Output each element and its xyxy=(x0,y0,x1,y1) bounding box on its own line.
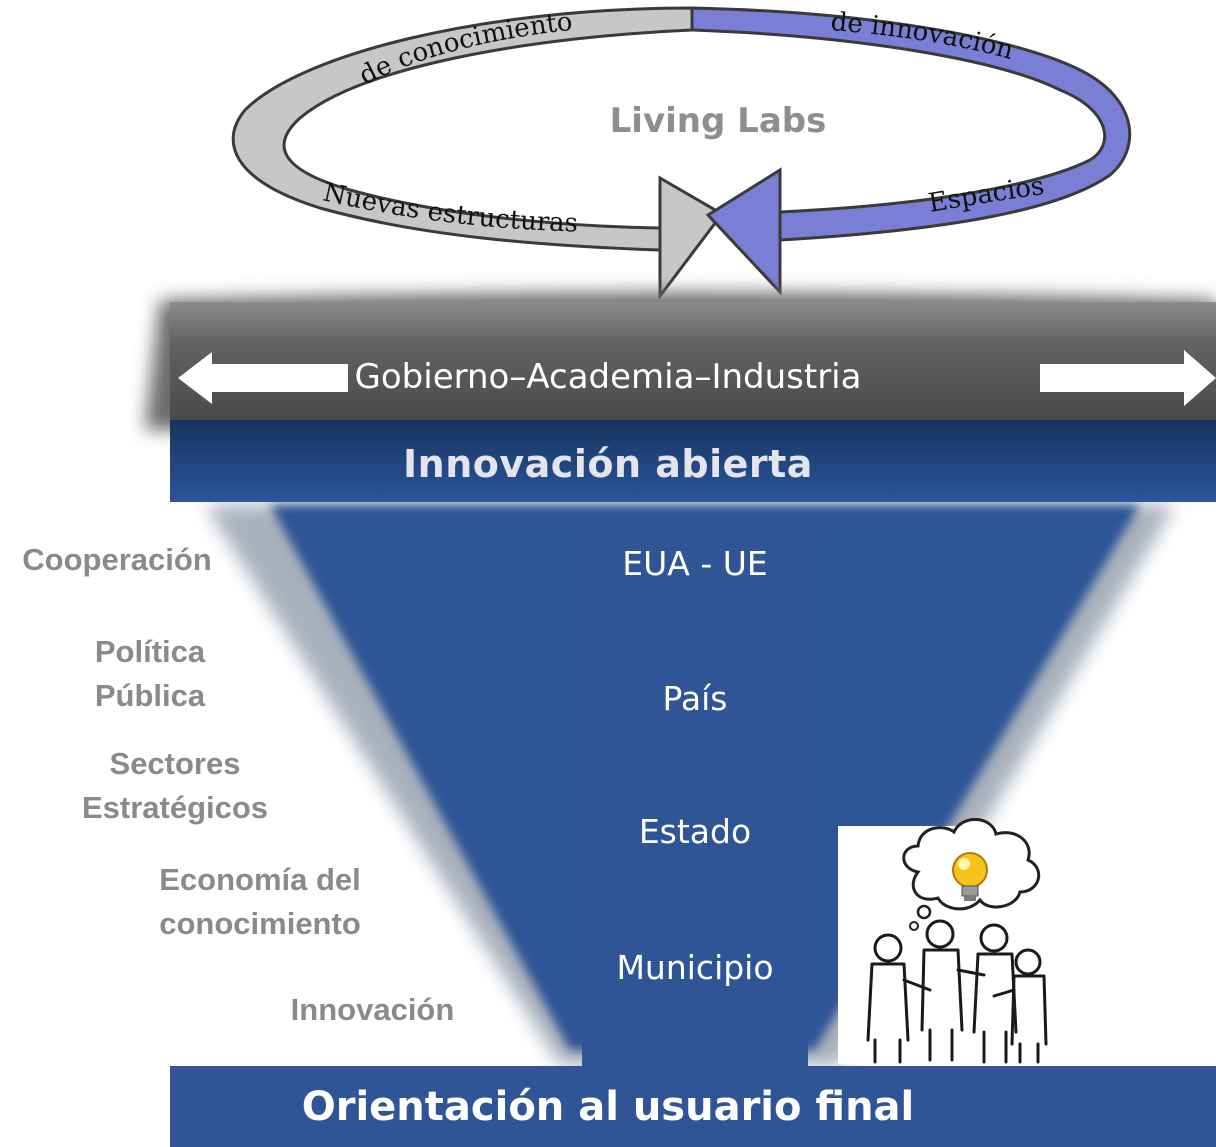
funnel-level-label: Municipio xyxy=(616,948,774,987)
cycle-arrowhead-purple xyxy=(705,167,782,296)
open-innovation-band xyxy=(170,420,1216,502)
side-label-innovation: Innovación xyxy=(290,992,455,1027)
funnel-level-label: Estado xyxy=(638,812,752,851)
actors-band xyxy=(170,302,1216,420)
end-user-orientation-label: Orientación al usuario final xyxy=(301,1084,915,1130)
funnel-stem xyxy=(582,522,808,1070)
people-with-lightbulb-icon xyxy=(838,818,1058,1064)
funnel-level-label: EUA - UE xyxy=(622,544,768,583)
arrow-left-icon xyxy=(178,352,348,404)
side-label-public-policy: Política Pública xyxy=(94,634,206,713)
actors-label: Gobierno–Academia–Industria xyxy=(354,357,862,397)
living-labs-cycle: de conocimiento de innovación Nuevas est… xyxy=(230,0,1140,302)
arrow-right-icon xyxy=(1040,350,1216,406)
footer-band xyxy=(170,1066,1216,1147)
side-label-knowledge-economy: Economía del conocimiento xyxy=(159,862,361,941)
cycle-arrowhead-grey xyxy=(658,175,725,301)
cycle-title: Living Labs xyxy=(610,101,827,141)
funnel-level-label: País xyxy=(662,679,728,718)
side-label-cooperation: Cooperación xyxy=(22,542,212,577)
side-label-strategic-sectors: Sectores Estratégicos xyxy=(81,746,269,825)
open-innovation-label: Innovación abierta xyxy=(403,442,813,486)
